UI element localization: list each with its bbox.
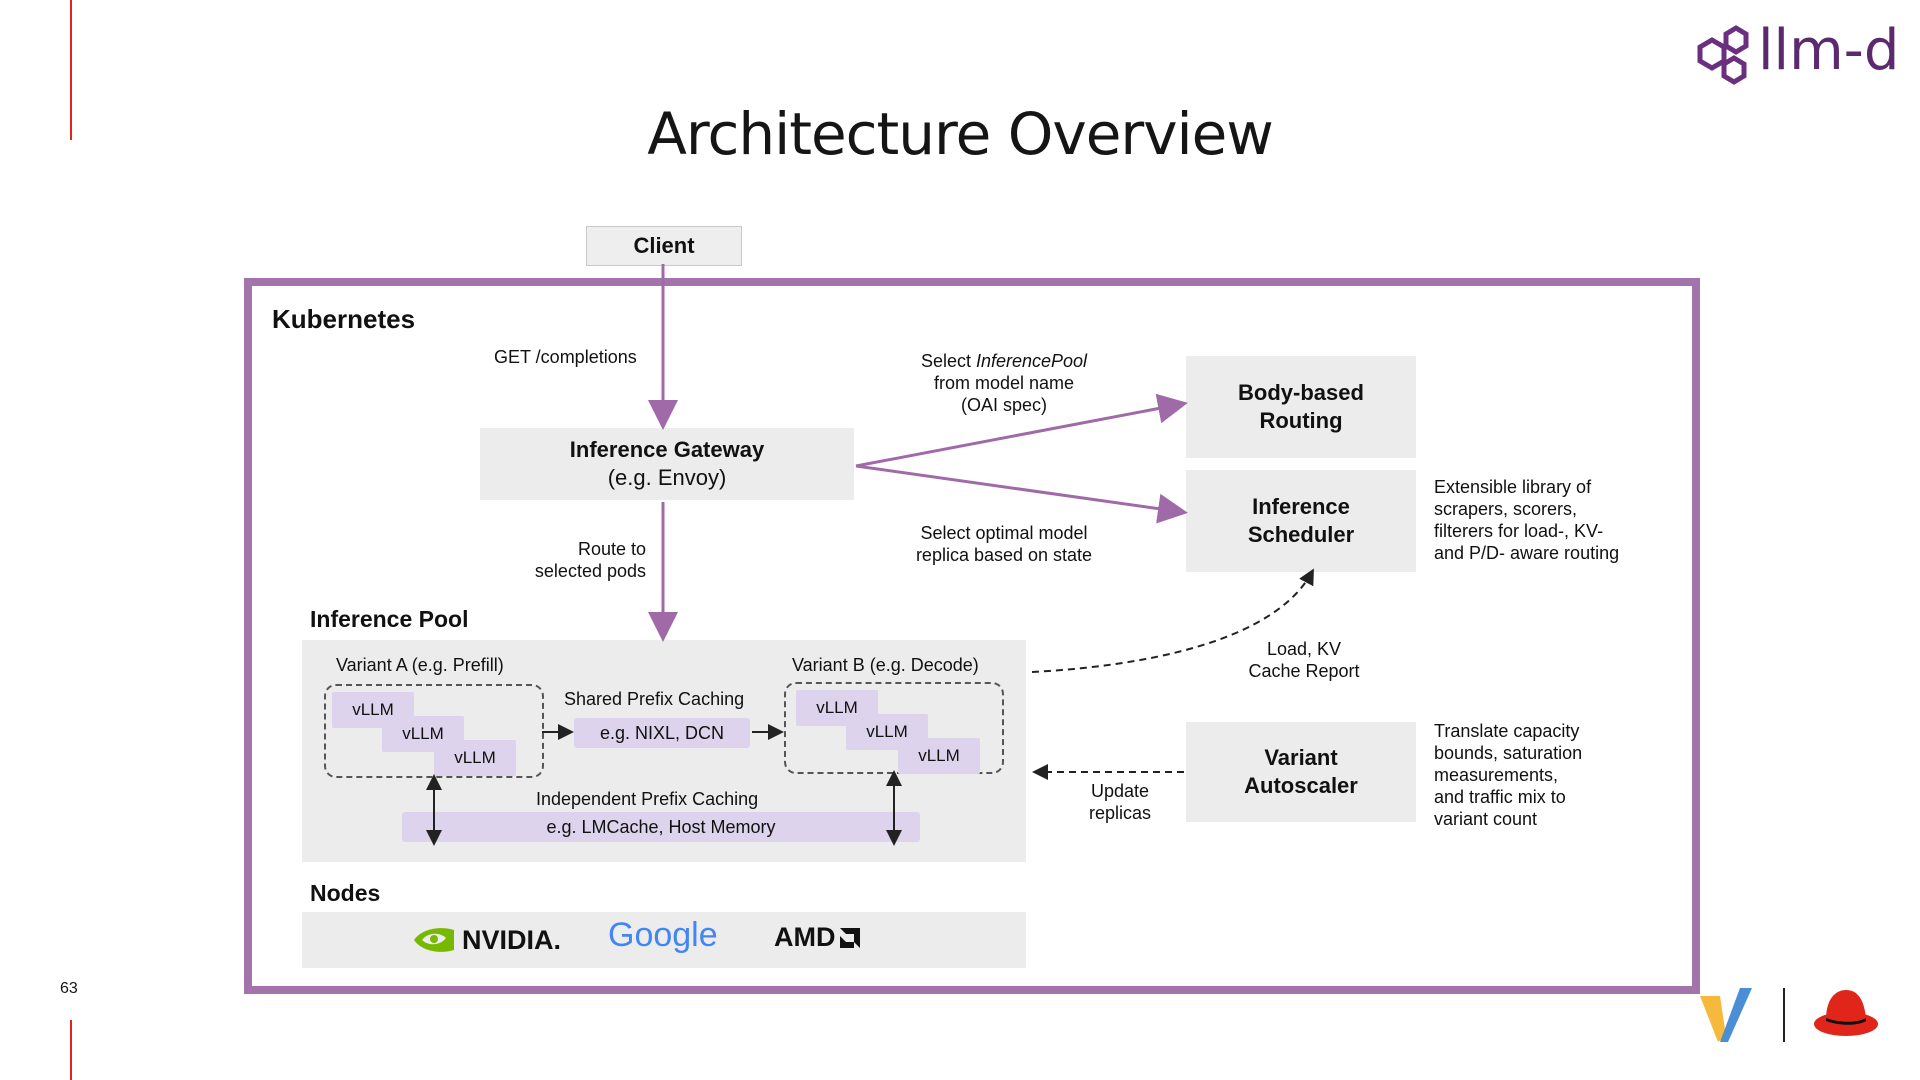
update-replicas-line: replicas [1088, 803, 1152, 823]
select-pool-prefix: Select [920, 351, 976, 371]
load-kv-label: Load, KV Cache Report [1224, 638, 1384, 682]
shared-prefix-label: Shared Prefix Caching [564, 689, 745, 709]
load-kv-report-arrow [1031, 568, 1314, 673]
amd-arrow-icon [839, 927, 860, 948]
amd-logo: AMD [774, 922, 862, 953]
select-pool-emphasis: InferencePool [975, 351, 1088, 371]
scheduler-desc-line: scrapers, scorers, [1434, 499, 1578, 519]
autoscaler-desc-line: bounds, saturation [1434, 743, 1583, 763]
redhat-logo-icon [1814, 990, 1878, 1036]
gateway-subtitle: (e.g. Envoy) [607, 465, 727, 490]
variant-a-label: Variant A (e.g. Prefill) [336, 655, 504, 675]
nodes-label: Nodes [310, 880, 381, 906]
variant-b-label: Variant B (e.g. Decode) [792, 655, 979, 675]
inference-pool-label: Inference Pool [310, 606, 469, 632]
get-completions-label: GET /completions [494, 347, 637, 367]
load-kv-line: Cache Report [1248, 661, 1360, 681]
body-based-routing-box: Body-based Routing [1186, 356, 1416, 458]
scheduler-line1: Inference [1252, 494, 1350, 519]
nvidia-wordmark: NVIDIA. [462, 924, 562, 955]
independent-prefix-pill: e.g. LMCache, Host Memory [402, 812, 920, 842]
autoscaler-line2: Autoscaler [1244, 773, 1358, 798]
gateway-to-routing-arrow [855, 393, 1188, 468]
vllm-pod: vLLM [434, 740, 516, 776]
page-title: Architecture Overview [647, 100, 1274, 168]
variant-autoscaler-box: Variant Autoscaler [1186, 722, 1416, 822]
llm-d-logo-text: llm-d [1758, 18, 1900, 83]
select-optimal-label: Select optimal model replica based on st… [904, 522, 1104, 566]
select-pool-line3: (OAI spec) [960, 395, 1048, 415]
route-to-label: Route to selected pods [504, 538, 646, 582]
scheduler-desc-line: Extensible library of [1434, 477, 1592, 497]
kubernetes-label: Kubernetes [272, 304, 416, 334]
update-replicas-line: Update [1090, 781, 1150, 801]
select-pool-label: Select InferencePool from model name (OA… [904, 350, 1104, 416]
autoscaler-desc-line: Translate capacity [1434, 721, 1580, 741]
autoscaler-desc-line: and traffic mix to [1434, 787, 1566, 807]
inference-scheduler-box: Inference Scheduler [1186, 470, 1416, 572]
select-pool-line2: from model name [933, 373, 1075, 393]
architecture-diagram: Client Kubernetes GET /completions Infer… [244, 222, 1700, 994]
vllm-pod: vLLM [898, 738, 980, 774]
scheduler-desc-line: and P/D- aware routing [1434, 543, 1620, 563]
autoscaler-line1: Variant [1264, 745, 1338, 770]
accent-line-bottom [70, 1020, 72, 1080]
client-label: Client [633, 233, 695, 258]
gateway-title: Inference Gateway [569, 437, 765, 462]
autoscaler-desc-line: measurements, [1434, 765, 1559, 785]
select-optimal-line: replica based on state [915, 545, 1093, 565]
update-replicas-label: Update replicas [1070, 780, 1170, 824]
google-logo: Google [608, 916, 718, 954]
select-optimal-line: Select optimal model [920, 523, 1088, 543]
footer-divider [1783, 988, 1785, 1042]
shared-prefix-pill: e.g. NIXL, DCN [574, 718, 750, 748]
independent-prefix-label: Independent Prefix Caching [536, 789, 759, 809]
vllm-pod: vLLM [332, 692, 414, 728]
autoscaler-desc-line: variant count [1434, 809, 1538, 829]
scheduler-desc-line: filterers for load-, KV- [1434, 521, 1604, 541]
load-kv-line: Load, KV [1266, 639, 1342, 659]
vllm-logo-icon [1700, 988, 1752, 1042]
llm-d-logo-icon [1697, 25, 1749, 85]
autoscaler-description: Translate capacity bounds, saturation me… [1434, 720, 1582, 830]
route-to-line: Route to [577, 539, 646, 559]
scheduler-line2: Scheduler [1247, 522, 1355, 547]
diagram-connectors [426, 264, 1314, 846]
page-number: 63 [60, 980, 78, 997]
nvidia-logo: NVIDIA. [412, 920, 561, 960]
scheduler-description: Extensible library of scrapers, scorers,… [1434, 476, 1619, 564]
route-to-line: selected pods [534, 561, 646, 581]
kubernetes-frame [244, 278, 1700, 994]
accent-line-top [70, 0, 72, 140]
nvidia-eye-icon [414, 928, 454, 952]
body-routing-line1: Body-based [1238, 380, 1364, 405]
amd-wordmark: AMD [774, 922, 836, 952]
body-routing-line2: Routing [1259, 408, 1343, 433]
inference-gateway-box: Inference Gateway (e.g. Envoy) [480, 428, 854, 500]
gateway-to-scheduler-arrow [855, 464, 1188, 524]
